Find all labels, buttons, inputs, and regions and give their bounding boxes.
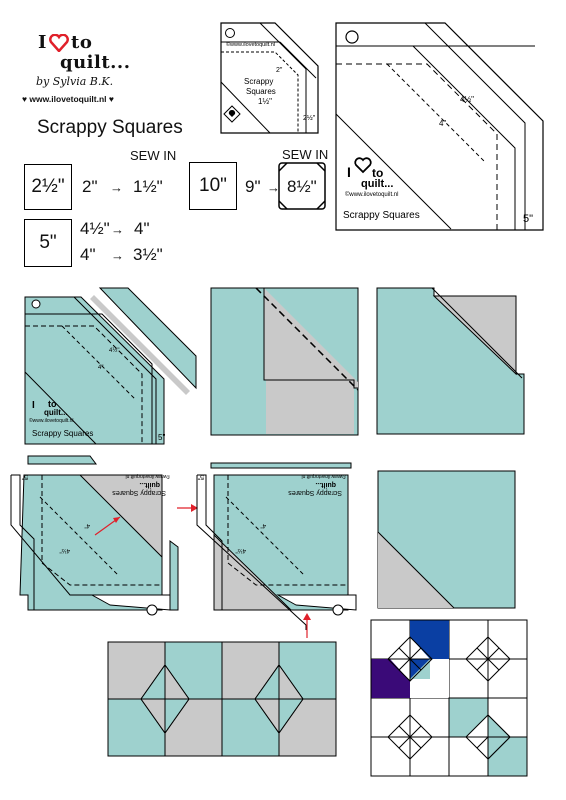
small-ruler-name: Scrappy (244, 77, 273, 86)
small-ruler-mark-2: 2" (276, 67, 283, 74)
logo-url: ♥ www.ilovetoquilt.nl ♥ (22, 94, 114, 104)
arrow-right-icon: → (267, 180, 280, 195)
logo-letter-i: I (38, 32, 47, 53)
heart-icon (49, 34, 69, 52)
row4-to: 8½" (287, 177, 317, 196)
step5-brand-quilt: quilt... (315, 481, 336, 488)
step4-name: Scrappy Squares (112, 489, 166, 496)
step4-url: ©www.ilovetoquilt.nl (125, 473, 170, 480)
large-ruler-mark-5: 5" (523, 213, 533, 225)
step5-name: Scrappy Squares (288, 489, 342, 496)
large-ruler-url: ©www.ilovetoquilt.nl (345, 191, 398, 198)
step4-cut-left (10, 455, 179, 616)
step4-mark-4: 4" (85, 522, 90, 528)
step1-ruler-on-square: 4½" 4" I to quilt... ©www.ilovetoquilt.n… (24, 287, 197, 445)
large-ruler: 4½" 4" I to quilt... ©www.ilovetoquilt.n… (335, 22, 544, 231)
step1-name: Scrappy Squares (32, 429, 93, 438)
block-row (107, 641, 337, 757)
step5-cut-right: Scrappy Squares quilt... ©www.ilovetoqui… (196, 462, 357, 638)
row2-from: 4½" (80, 219, 110, 238)
small-ruler-size: 1½" (258, 97, 272, 106)
step4-mark-4-5: 4½" (60, 547, 70, 554)
large-ruler-brand-to: to (372, 166, 383, 180)
sew-in-label-left: SEW IN (130, 148, 177, 163)
arrow-right-icon (113, 517, 120, 523)
step1-mark-4: 4" (98, 365, 103, 371)
step4-brand-quilt: quilt... (139, 481, 160, 488)
step2-overlay (210, 287, 360, 437)
arrow-right-icon: → (111, 248, 124, 263)
arrow-right-icon: → (111, 222, 124, 237)
row1-to: 1½" (133, 177, 163, 196)
step6-finished-unit (377, 470, 516, 609)
step5-mark-4-5: 4½" (236, 547, 246, 554)
small-ruler-name2: Squares (246, 87, 276, 96)
logo-word-quilt: quilt... (60, 52, 131, 73)
sew-in-label-right: SEW IN (282, 147, 329, 162)
mitered-square-icon (278, 162, 326, 210)
step2-folded-square (210, 287, 359, 436)
step1-mark-5: 5" (158, 433, 165, 442)
quilt-layout (370, 619, 528, 777)
page-title: Scrappy Squares (37, 117, 183, 138)
heart-icon (354, 157, 372, 174)
small-ruler: ©www.ilovetoquilt.nl Scrappy Squares 1½"… (220, 22, 319, 134)
arrow-right-icon: → (110, 180, 123, 195)
size-box-10: 10" (189, 162, 237, 210)
step1-brand-i: I (32, 400, 35, 411)
large-ruler-name: Scrappy Squares (343, 210, 420, 221)
logo-signature: by Sylvia B.K. (36, 75, 114, 88)
small-ruler-url: ©www.ilovetoquilt.nl (226, 41, 275, 48)
row3-to: 3½" (133, 245, 163, 264)
logo-word-to: to (71, 32, 93, 53)
step4-labels: Scrappy Squares quilt... ©www.ilovetoqui… (21, 473, 170, 554)
arrow-right-icon (177, 504, 198, 512)
row3-from: 4" (80, 245, 96, 264)
step5-mark-5: 5" (197, 473, 204, 480)
row1-from: 2" (82, 177, 98, 196)
large-ruler-brand-quilt: quilt... (361, 178, 393, 190)
row4-from: 9" (245, 177, 261, 196)
step1-brand-quilt: quilt... (44, 408, 68, 417)
size-box-2-5: 2½" (24, 164, 72, 210)
step3-pressed-square (376, 287, 525, 435)
arrow-up-icon (303, 613, 311, 620)
large-ruler-mark-4-5: 4½" (460, 95, 474, 104)
brand-logo: I to quilt... by Sylvia B.K. ♥ www.ilove… (22, 30, 132, 110)
large-ruler-mark-4: 4" (439, 119, 446, 128)
step1-brand-to: to (48, 399, 57, 409)
step5-url: ©www.ilovetoquilt.nl (301, 473, 346, 480)
large-ruler-brand-i: I (347, 164, 351, 180)
step1-url: ©www.ilovetoquilt.nl (29, 417, 74, 424)
size-box-5: 5" (24, 219, 72, 267)
small-ruler-mark-2-5: 2½" (303, 114, 316, 122)
row2-to: 4" (134, 219, 150, 238)
step4-mark-5: 5" (21, 473, 28, 480)
step1-mark-4-5: 4½" (109, 347, 119, 354)
step5-mark-4: 4" (261, 522, 266, 528)
